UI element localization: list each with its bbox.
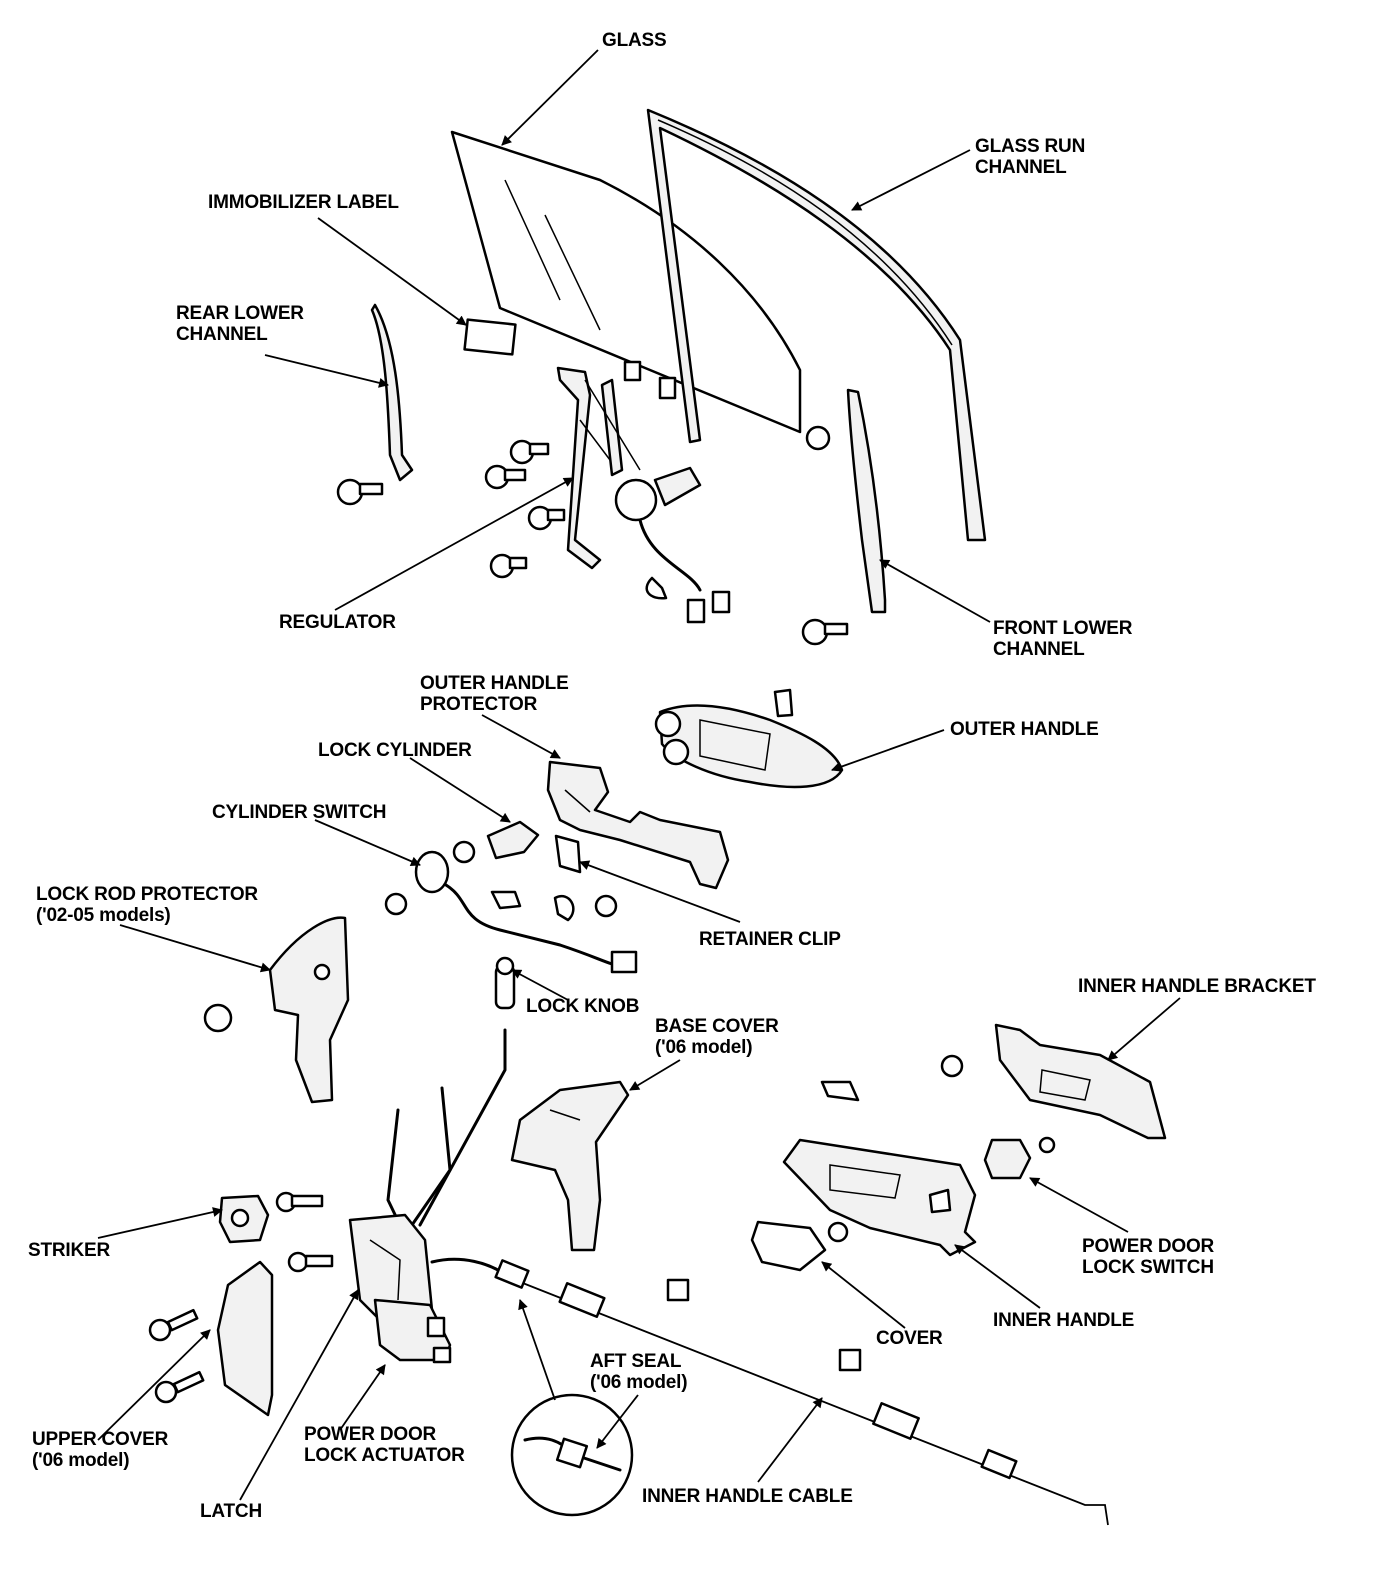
lock-rod-protector-part xyxy=(203,916,350,1104)
label-cylinder-switch: CYLINDER SWITCH xyxy=(212,802,387,823)
lock-cylinder-part xyxy=(452,820,540,864)
power-door-lock-switch-part xyxy=(983,1136,1056,1180)
label-latch: LATCH xyxy=(200,1501,262,1522)
leader-lines xyxy=(97,49,1181,1501)
power-door-lock-actuator-part xyxy=(373,1298,452,1364)
label-inner-handle-cable: INNER HANDLE CABLE xyxy=(642,1486,853,1507)
label-immobilizer-label: IMMOBILIZER LABEL xyxy=(208,192,399,213)
bolt-part xyxy=(336,478,384,506)
label-outer-handle: OUTER HANDLE xyxy=(950,719,1099,740)
striker-part xyxy=(218,1191,334,1273)
label-lock-rod-protector: LOCK ROD PROTECTOR('02-05 models) xyxy=(36,884,258,926)
latch-rods xyxy=(386,1028,507,1227)
outer-handle-part xyxy=(654,688,844,789)
inner-handle-bracket-part xyxy=(820,1023,1167,1140)
label-striker: STRIKER xyxy=(28,1240,110,1261)
label-inner-handle: INNER HANDLE xyxy=(993,1310,1135,1331)
label-aft-seal: AFT SEAL('06 model) xyxy=(590,1351,688,1393)
immobilizer-label-part xyxy=(463,318,517,356)
cover-part xyxy=(666,1220,862,1372)
base-cover-part xyxy=(510,1080,630,1252)
inner-handle-part xyxy=(782,1138,977,1257)
cylinder-switch-part xyxy=(384,850,638,974)
lock-knob-part xyxy=(494,956,516,1010)
inner-handle-cable-part xyxy=(430,1257,1109,1526)
label-lock-knob: LOCK KNOB xyxy=(526,996,640,1017)
label-inner-handle-bracket: INNER HANDLE BRACKET xyxy=(1078,976,1316,997)
rear-lower-channel-part xyxy=(370,303,414,482)
glass-part xyxy=(450,130,802,434)
bolt-part xyxy=(484,439,566,579)
label-glass: GLASS xyxy=(602,30,667,51)
label-upper-cover: UPPER COVER('06 model) xyxy=(32,1429,169,1471)
glass-run-channel-part xyxy=(646,108,987,542)
outer-handle-protector-part xyxy=(546,760,730,890)
front-lower-channel-part xyxy=(801,388,887,646)
label-base-cover: BASE COVER('06 model) xyxy=(655,1016,779,1058)
upper-cover-part xyxy=(148,1260,274,1417)
regulator-part xyxy=(556,360,731,624)
label-cover: COVER xyxy=(876,1328,943,1349)
aft-seal-detail xyxy=(510,1393,634,1517)
label-retainer-clip: RETAINER CLIP xyxy=(699,929,841,950)
label-regulator: REGULATOR xyxy=(279,612,396,633)
retainer-clip-part xyxy=(490,834,618,922)
label-lock-cylinder: LOCK CYLINDER xyxy=(318,740,472,761)
